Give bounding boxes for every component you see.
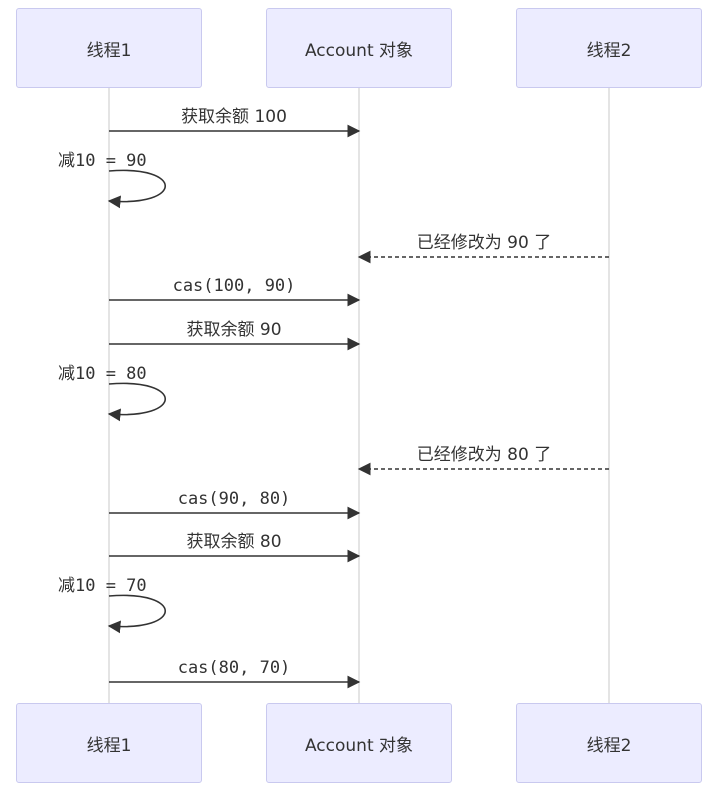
actor-label: Account 对象: [304, 735, 414, 756]
actor-bottom-thread1: 线程1: [16, 703, 202, 783]
actor-bottom-account: Account 对象: [266, 703, 452, 783]
self-message-label: 减10 = 90: [58, 151, 147, 171]
message-label: 获取余额 80: [186, 532, 281, 552]
actor-label: 线程2: [586, 735, 632, 756]
message-label: 已经修改为 90 了: [417, 233, 551, 253]
self-message-arrow: [107, 594, 167, 634]
self-message-arrow: [107, 169, 167, 209]
actor-label: 线程1: [86, 40, 132, 61]
actor-top-account: Account 对象: [266, 8, 452, 88]
message-label: cas(80, 70): [178, 658, 291, 678]
actor-label: 线程2: [586, 40, 632, 61]
actor-top-thread1: 线程1: [16, 8, 202, 88]
actor-label: Account 对象: [304, 40, 414, 61]
message-label: 已经修改为 80 了: [417, 445, 551, 465]
message-label: 获取余额 100: [181, 107, 287, 127]
actor-top-thread2: 线程2: [516, 8, 702, 88]
message-label: cas(100, 90): [173, 276, 296, 296]
actor-bottom-thread2: 线程2: [516, 703, 702, 783]
self-message-label: 减10 = 70: [58, 576, 147, 596]
self-message-label: 减10 = 80: [58, 364, 147, 384]
actor-label: 线程1: [86, 735, 132, 756]
message-label: cas(90, 80): [178, 489, 291, 509]
message-label: 获取余额 90: [186, 320, 281, 340]
self-message-arrow: [107, 382, 167, 422]
